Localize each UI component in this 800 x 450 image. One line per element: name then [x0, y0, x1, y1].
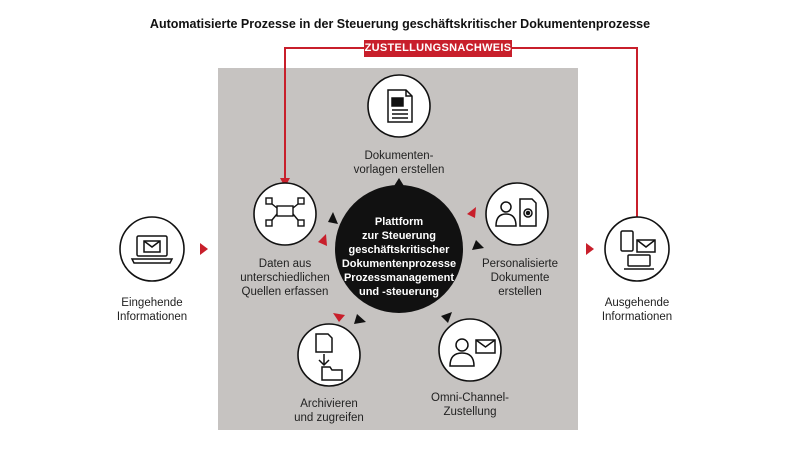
flow-arrow-in [200, 243, 208, 255]
templates-label: Dokumenten- vorlagen erstellen [353, 150, 445, 176]
incoming-label: Eingehende Informationen [116, 297, 188, 323]
network-icon [265, 197, 305, 227]
devices-mail-icon [620, 230, 656, 270]
incoming-circle [119, 216, 185, 282]
cycle-arrow-right-black [472, 240, 484, 250]
personalized-circle [485, 182, 549, 246]
diagram-title: Automatisierte Prozesse in der Steuerung… [149, 17, 651, 31]
capture-circle [253, 182, 317, 246]
cycle-arrow-bottom-right-black [441, 312, 452, 323]
delivery-proof-connector [284, 47, 638, 222]
cycle-arrow-bottom-left-black [354, 314, 366, 324]
outgoing-label: Ausgehende Informationen [601, 297, 673, 323]
cycle-arrow-top [394, 178, 404, 186]
cycle-arrow-right-red [467, 207, 476, 218]
personalized-label: Personalisierte Dokumente erstellen [481, 258, 559, 298]
document-icon [387, 89, 413, 123]
omnichannel-label: Omni-Channel- Zustellung [431, 392, 509, 418]
platform-label: Plattform zur Steuerung geschäftskritisc… [341, 216, 457, 298]
platform-circle [335, 185, 463, 313]
user-mail-icon [449, 338, 496, 367]
omnichannel-circle [438, 318, 502, 382]
user-document-gear-icon [495, 198, 537, 227]
document-download-folder-icon [315, 333, 343, 381]
laptop-mail-icon [130, 235, 174, 264]
flow-arrow-out [586, 243, 594, 255]
capture-label: Daten aus unterschiedlichen Quellen erfa… [240, 258, 330, 298]
cycle-arrow-left-red [318, 234, 327, 246]
cycle-arrow-left-black [328, 212, 338, 224]
delivery-proof-badge: ZUSTELLUNGSNACHWEIS [364, 40, 512, 57]
cycle-arrow-bottom-left-red [333, 313, 345, 322]
archive-label: Archivieren und zugreifen [294, 398, 364, 424]
archive-circle [297, 323, 361, 387]
